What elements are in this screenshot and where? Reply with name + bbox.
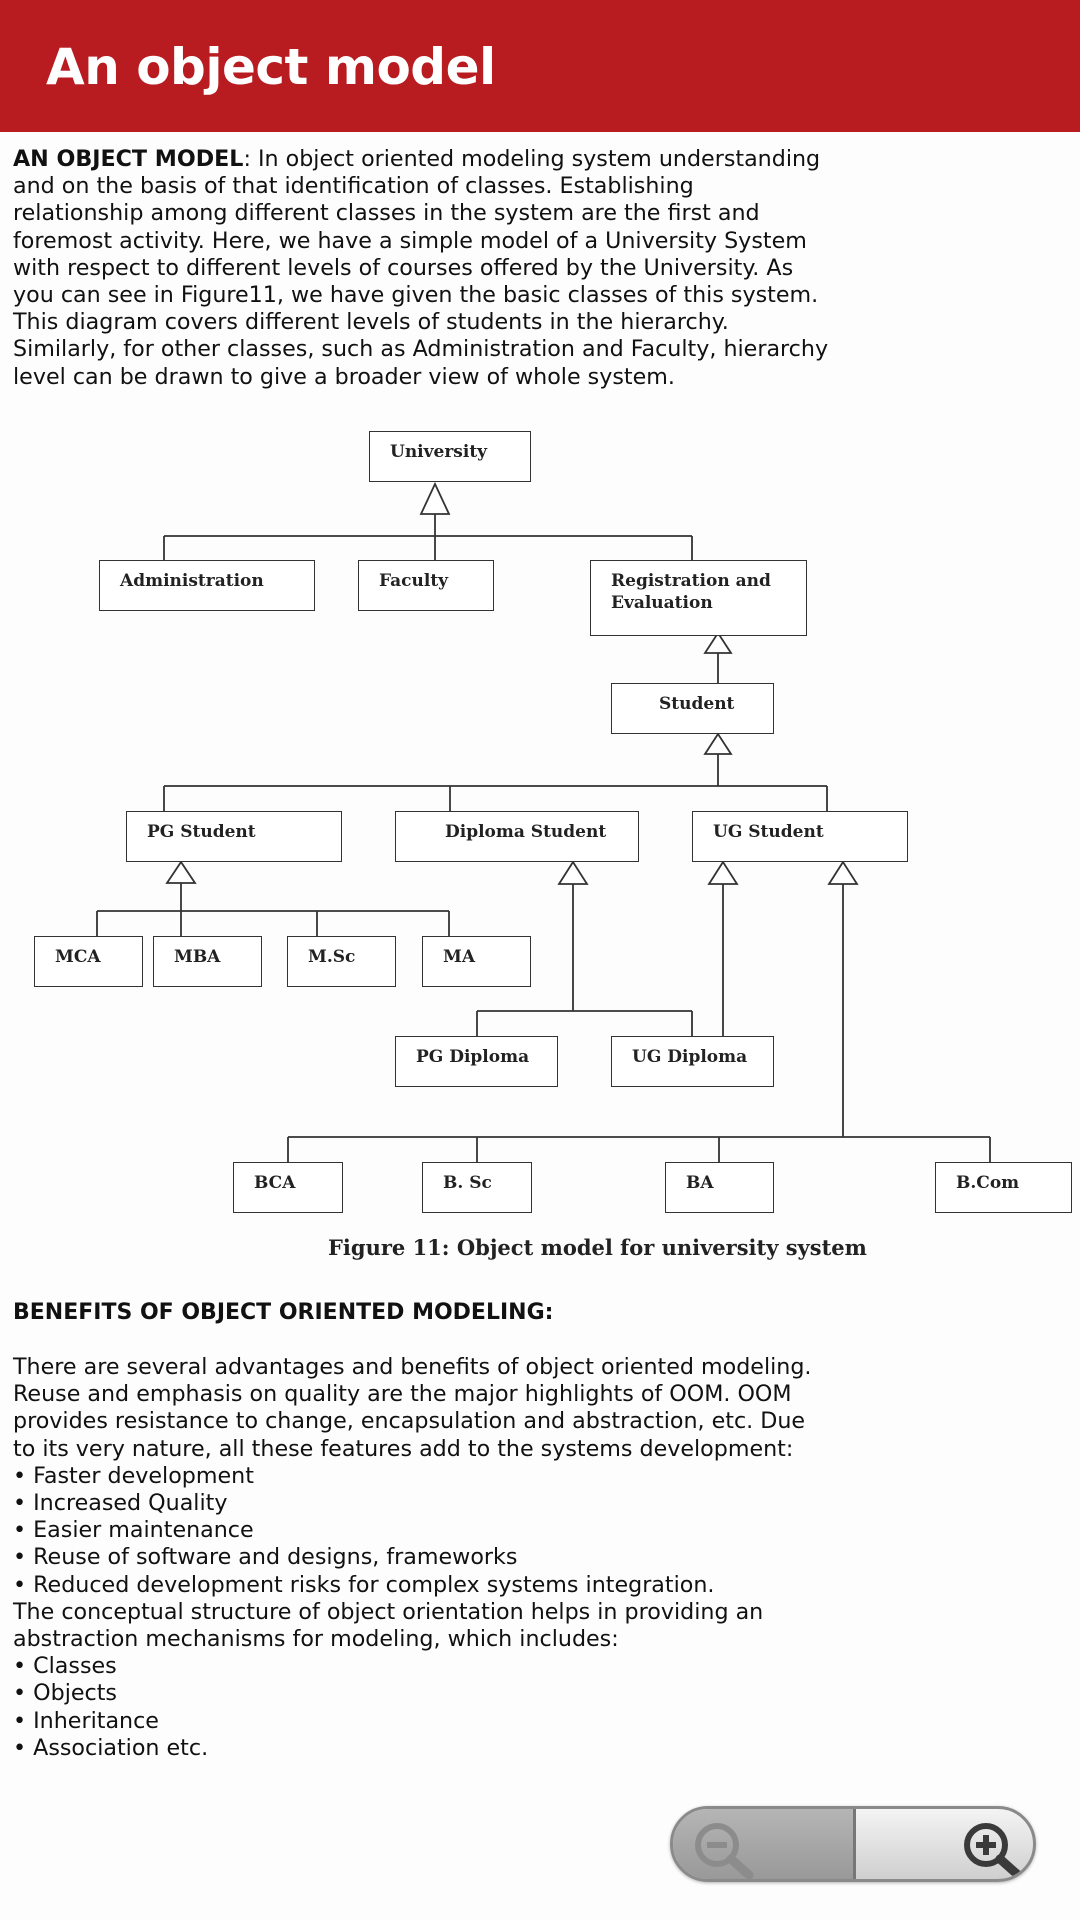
intro-paragraph: AN OBJECT MODEL: In object oriented mode… [13,146,829,391]
intro-line: : In object oriented modeling system und… [243,146,821,172]
intro-lead: AN OBJECT MODEL [13,146,244,172]
class-ug-diploma: UG Diploma [611,1036,774,1087]
benefits-line: Reuse and emphasis on quality are the ma… [13,1381,792,1408]
app-header: An object model [0,0,1080,132]
benefits-line: abstraction mechanisms for modeling, whi… [13,1626,619,1653]
zoom-out-button[interactable] [673,1809,856,1879]
benefits-line: There are several advantages and benefit… [13,1354,812,1380]
class-administration: Administration [99,560,315,611]
list-item: • Faster development [13,1462,254,1489]
class-bcom: B.Com [935,1162,1072,1213]
list-item: • Inheritance [13,1707,159,1734]
list-item: • Reuse of software and designs, framewo… [13,1544,518,1571]
class-ma: MA [422,936,531,987]
class-student: Student [611,683,774,734]
list-item: • Easier maintenance [13,1517,254,1544]
class-faculty: Faculty [358,560,494,611]
class-pg-student: PG Student [126,811,342,862]
zoom-in-button[interactable] [850,1809,1033,1879]
zoom-out-icon [695,1823,754,1879]
class-ba: BA [665,1162,774,1213]
page-title: An object model [46,38,496,96]
intro-line: you can see in Figure11, we have given t… [13,282,819,309]
zoom-control [670,1806,1036,1882]
benefits-paragraph: There are several advantages and benefit… [13,1354,812,1762]
class-bsc: B. Sc [422,1162,532,1213]
list-item: • Reduced development risks for complex … [13,1571,715,1598]
class-bca: BCA [233,1162,343,1213]
class-msc: M.Sc [287,936,396,987]
object-model-diagram: University Administration Faculty Regist… [0,420,1080,1270]
intro-line: level can be drawn to give a broader vie… [13,363,675,390]
intro-line: This diagram covers different levels of … [13,309,729,336]
figure-caption: Figure 11: Object model for university s… [328,1235,867,1260]
list-item: • Classes [13,1653,117,1680]
intro-line: and on the basis of that identification … [13,173,694,200]
list-item: • Association etc. [13,1734,209,1761]
intro-line: relationship among different classes in … [13,200,760,227]
class-university: University [369,431,531,482]
class-mca: MCA [34,936,143,987]
class-registration-evaluation: Registration and Evaluation [590,560,807,636]
benefits-heading: BENEFITS OF OBJECT ORIENTED MODELING: [13,1300,554,1325]
zoom-in-icon [964,1823,1023,1879]
registration-label-line-2: Evaluation [611,593,713,613]
benefits-line: provides resistance to change, encapsula… [13,1408,806,1435]
diagram-connectors [96,481,991,1162]
intro-line: foremost activity. Here, we have a simpl… [13,227,807,254]
benefits-line: The conceptual structure of object orien… [13,1598,764,1625]
class-mba: MBA [153,936,262,987]
list-item: • Increased Quality [13,1490,228,1517]
list-item: • Objects [13,1680,117,1707]
intro-line: with respect to different levels of cour… [13,254,794,281]
intro-line: Similarly, for other classes, such as Ad… [13,336,829,363]
class-pg-diploma: PG Diploma [395,1036,558,1087]
registration-label-line-1: Registration and [611,571,771,591]
class-diploma-student: Diploma Student [395,811,639,862]
class-ug-student: UG Student [692,811,908,862]
benefits-line: to its very nature, all these features a… [13,1435,794,1462]
